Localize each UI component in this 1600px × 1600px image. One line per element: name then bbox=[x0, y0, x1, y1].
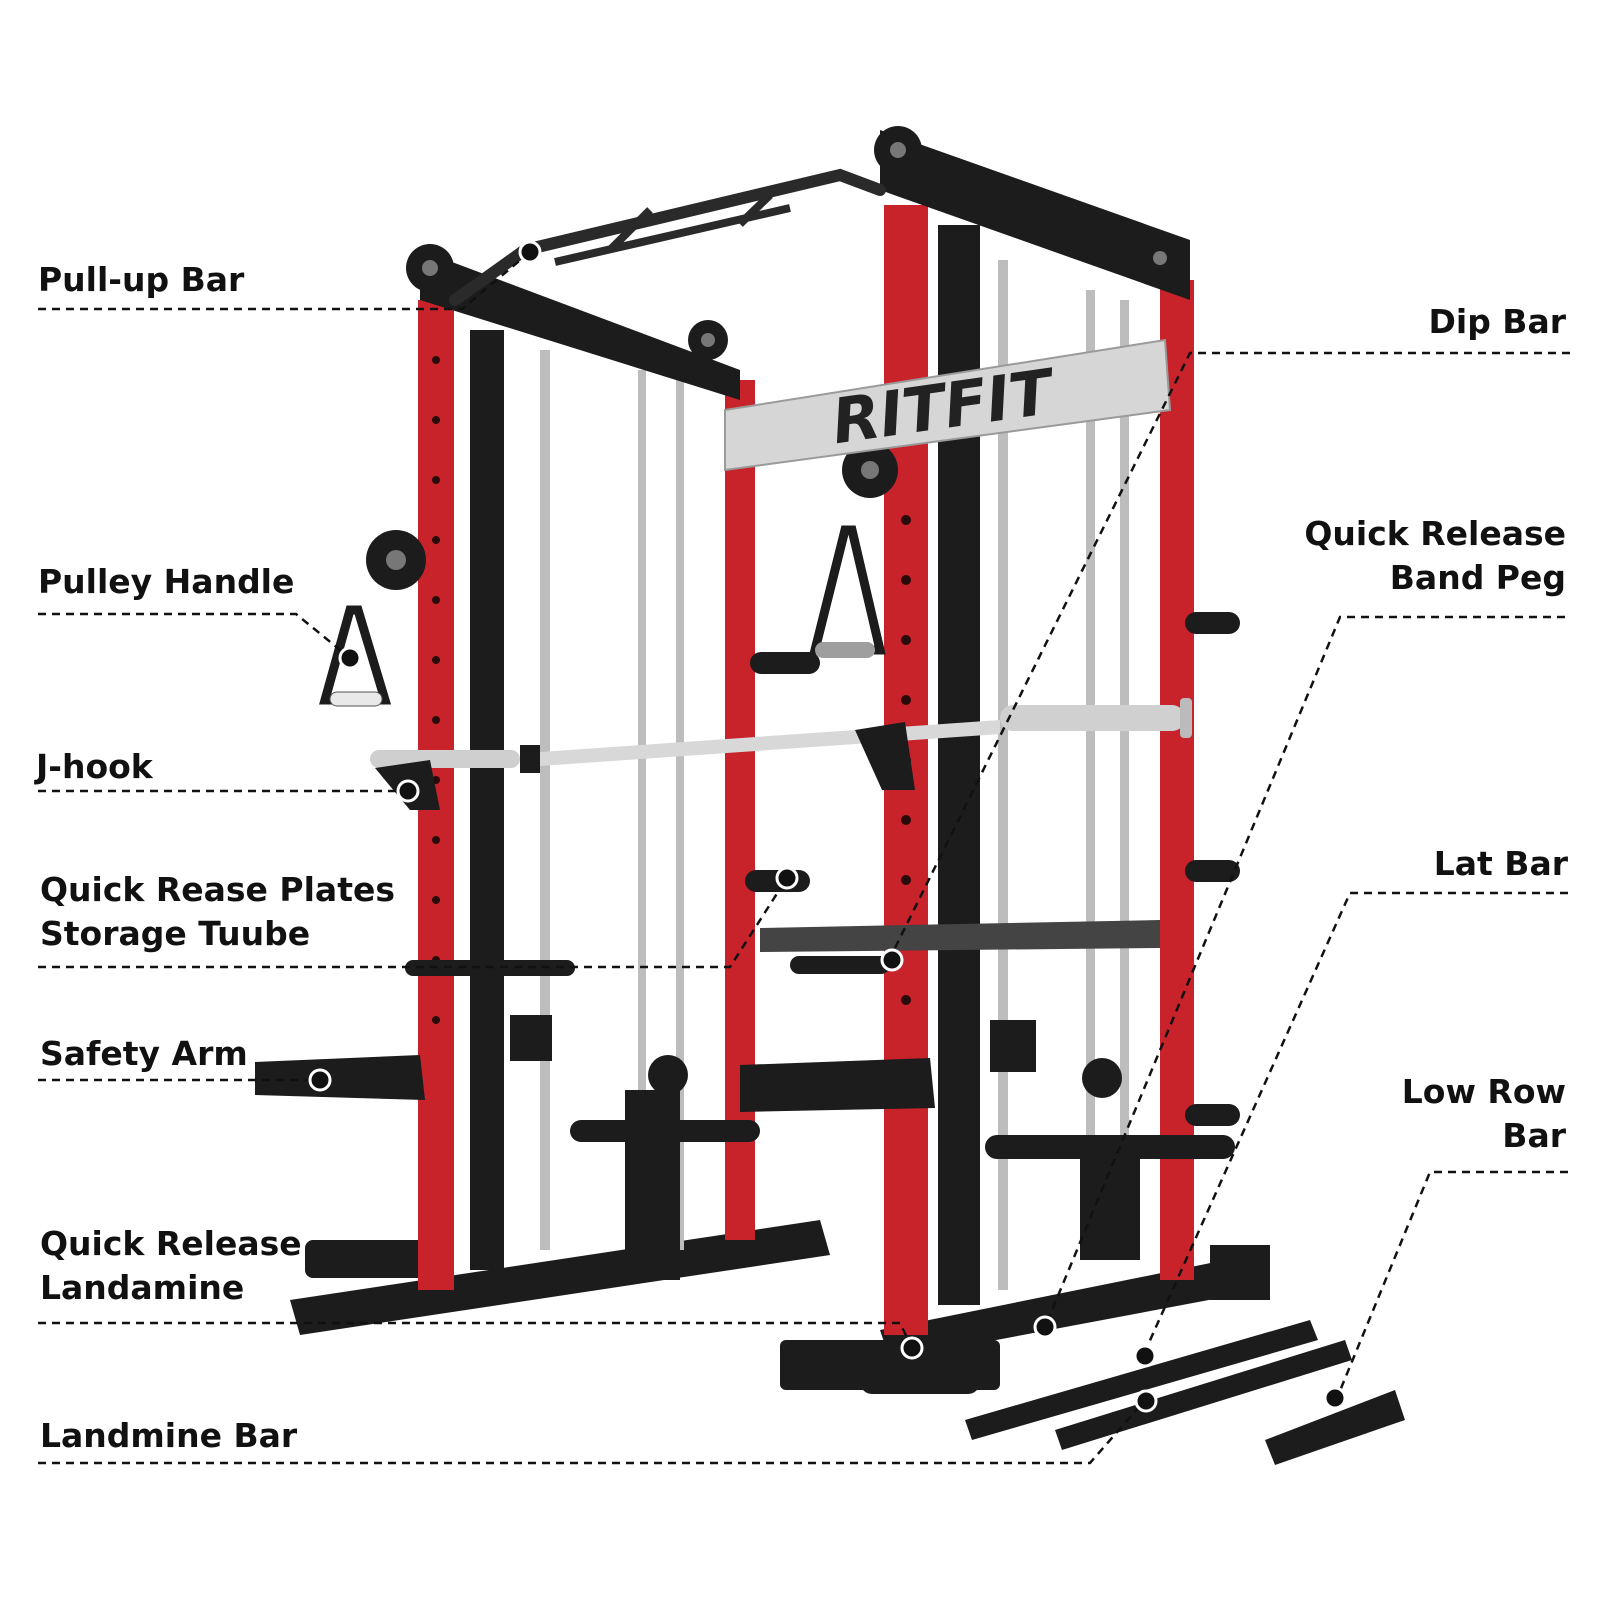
dot-pulley-handle bbox=[338, 646, 362, 670]
lat-cross-bar bbox=[760, 920, 1160, 952]
dot-j-hook bbox=[396, 779, 420, 803]
label-landmine-bar: Landmine Bar bbox=[40, 1416, 298, 1455]
base-frame bbox=[290, 1220, 1270, 1390]
leader-landmine bbox=[38, 1321, 912, 1345]
dot-safety-arm bbox=[308, 1068, 332, 1092]
top-beams bbox=[420, 130, 1190, 400]
leader-low-row-bar bbox=[1335, 1170, 1568, 1399]
dot-landmine bbox=[900, 1336, 924, 1360]
label-band-peg: Quick Release Band Peg bbox=[1304, 514, 1566, 597]
dot-pull-up-bar bbox=[518, 240, 542, 264]
dot-low-row-bar bbox=[1323, 1386, 1347, 1410]
label-landmine: Quick Release Landamine bbox=[40, 1224, 302, 1307]
leader-lines bbox=[38, 251, 1570, 1465]
label-low-row-bar: Low Row Bar bbox=[1401, 1072, 1566, 1155]
leader-band-peg bbox=[1043, 615, 1565, 1328]
label-j-hook: J-hook bbox=[36, 747, 153, 786]
brand-panel-text: RITFIT bbox=[828, 355, 1061, 459]
upright-holes bbox=[432, 356, 911, 1024]
leader-lat-bar bbox=[1141, 891, 1568, 1357]
dot-plates-storage bbox=[775, 866, 799, 890]
label-safety-arm: Safety Arm bbox=[40, 1034, 248, 1073]
pull-up-bar bbox=[449, 168, 886, 306]
pulley-wheels bbox=[366, 126, 1180, 1098]
left-pulley-handle bbox=[319, 605, 392, 705]
leader-pull-up-bar bbox=[38, 251, 531, 311]
callout-dots bbox=[308, 240, 1347, 1413]
dot-dip-bar bbox=[880, 948, 904, 972]
label-pull-up-bar: Pull-up Bar bbox=[38, 260, 245, 299]
label-plates-storage: Quick Rease Plates Storage Tuube bbox=[40, 870, 395, 953]
label-lat-bar: Lat Bar bbox=[1433, 844, 1568, 883]
dot-landmine-bar bbox=[1134, 1389, 1158, 1413]
dot-lat-bar bbox=[1133, 1344, 1157, 1368]
accessory-bars bbox=[860, 1320, 1405, 1465]
label-pulley-handle: Pulley Handle bbox=[38, 562, 295, 601]
safety-arms bbox=[255, 1015, 1036, 1112]
smith-machine-illustration: RITFIT bbox=[255, 126, 1405, 1465]
leader-pulley-handle bbox=[38, 612, 351, 659]
leader-plates-storage bbox=[38, 877, 789, 969]
right-pulley-handle bbox=[809, 525, 886, 655]
leader-dip-bar bbox=[888, 351, 1570, 959]
label-dip-bar: Dip Bar bbox=[1428, 302, 1566, 341]
guide-rods bbox=[540, 260, 1129, 1290]
dot-band-peg bbox=[1033, 1315, 1057, 1339]
leader-landmine-bar bbox=[38, 1399, 1146, 1465]
